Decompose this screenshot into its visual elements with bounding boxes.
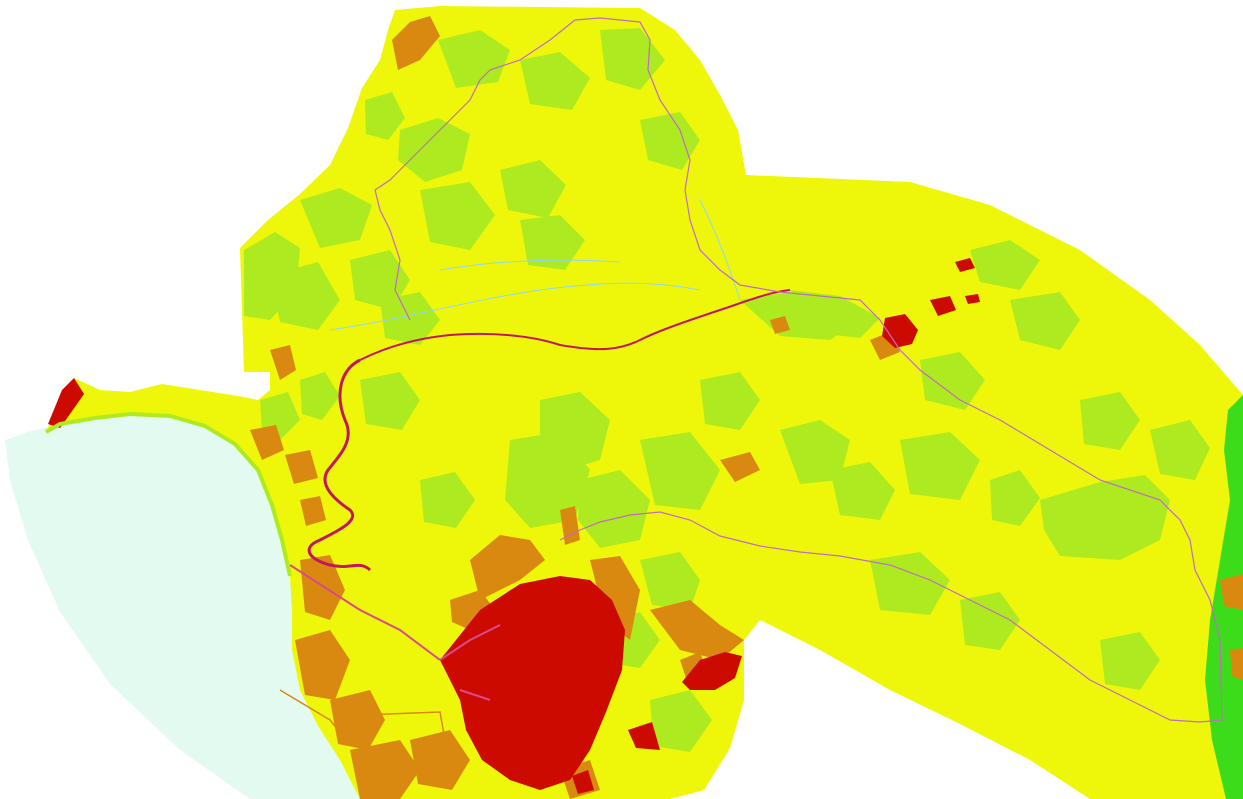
orange-layer — [250, 16, 1243, 799]
river-upper — [359, 289, 791, 361]
red-layer — [48, 258, 980, 794]
sea-area — [5, 414, 360, 799]
vegetation-layer — [244, 28, 1210, 752]
road-layer — [289, 564, 501, 701]
coastline — [45, 411, 292, 577]
boundary-line — [374, 17, 1223, 723]
central-red-area — [440, 576, 625, 790]
boundary-line-west — [374, 189, 411, 321]
port-piers — [279, 689, 446, 746]
river — [307, 358, 372, 572]
channel-layer — [329, 199, 741, 331]
